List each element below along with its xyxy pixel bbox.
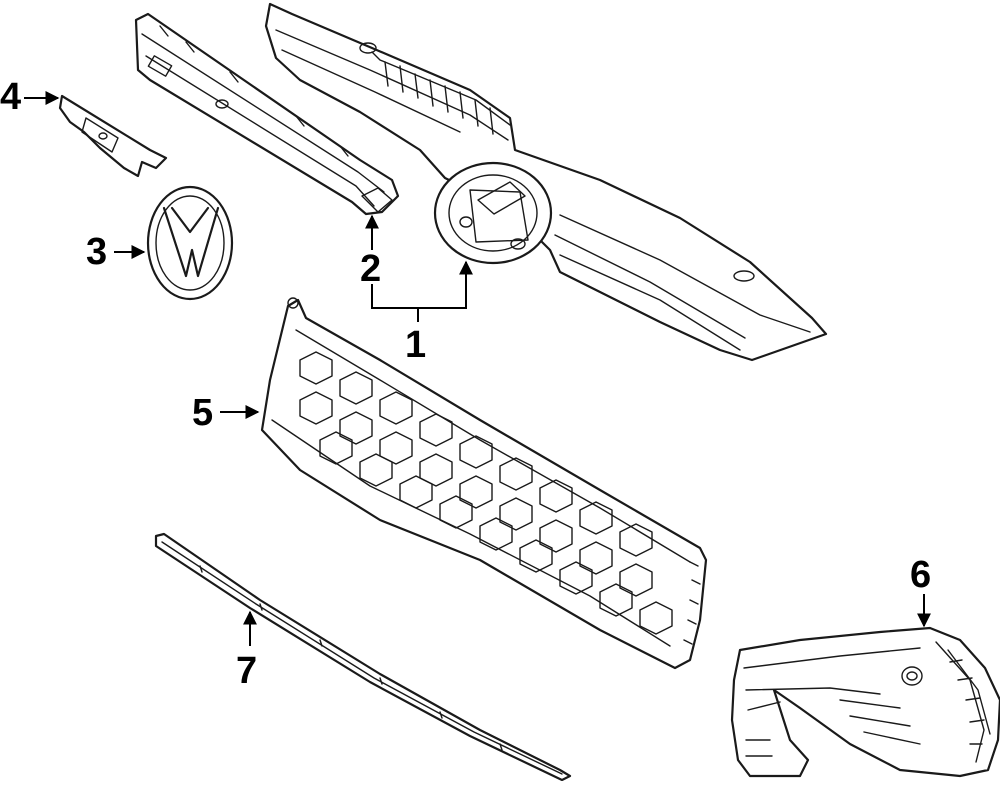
vw-logo-icon bbox=[146, 185, 234, 301]
lower-trim-strip-part bbox=[154, 532, 572, 782]
upper-trim-bar-part bbox=[134, 12, 400, 216]
bracket-part bbox=[58, 94, 168, 178]
leader-1 bbox=[371, 260, 473, 309]
upper-grille-part bbox=[264, 2, 828, 362]
callout-3: 3 bbox=[86, 231, 108, 273]
lower-grille-part bbox=[260, 297, 708, 670]
callout-4: 4 bbox=[0, 76, 22, 118]
callout-7: 7 bbox=[236, 650, 258, 692]
callout-5: 5 bbox=[192, 392, 214, 434]
leader-lines bbox=[24, 91, 931, 646]
callout-1: 1 bbox=[405, 324, 427, 366]
side-bezel-part bbox=[730, 626, 1000, 778]
honeycomb-cells bbox=[299, 351, 673, 635]
callout-6: 6 bbox=[910, 554, 932, 596]
callout-2: 2 bbox=[360, 248, 382, 290]
